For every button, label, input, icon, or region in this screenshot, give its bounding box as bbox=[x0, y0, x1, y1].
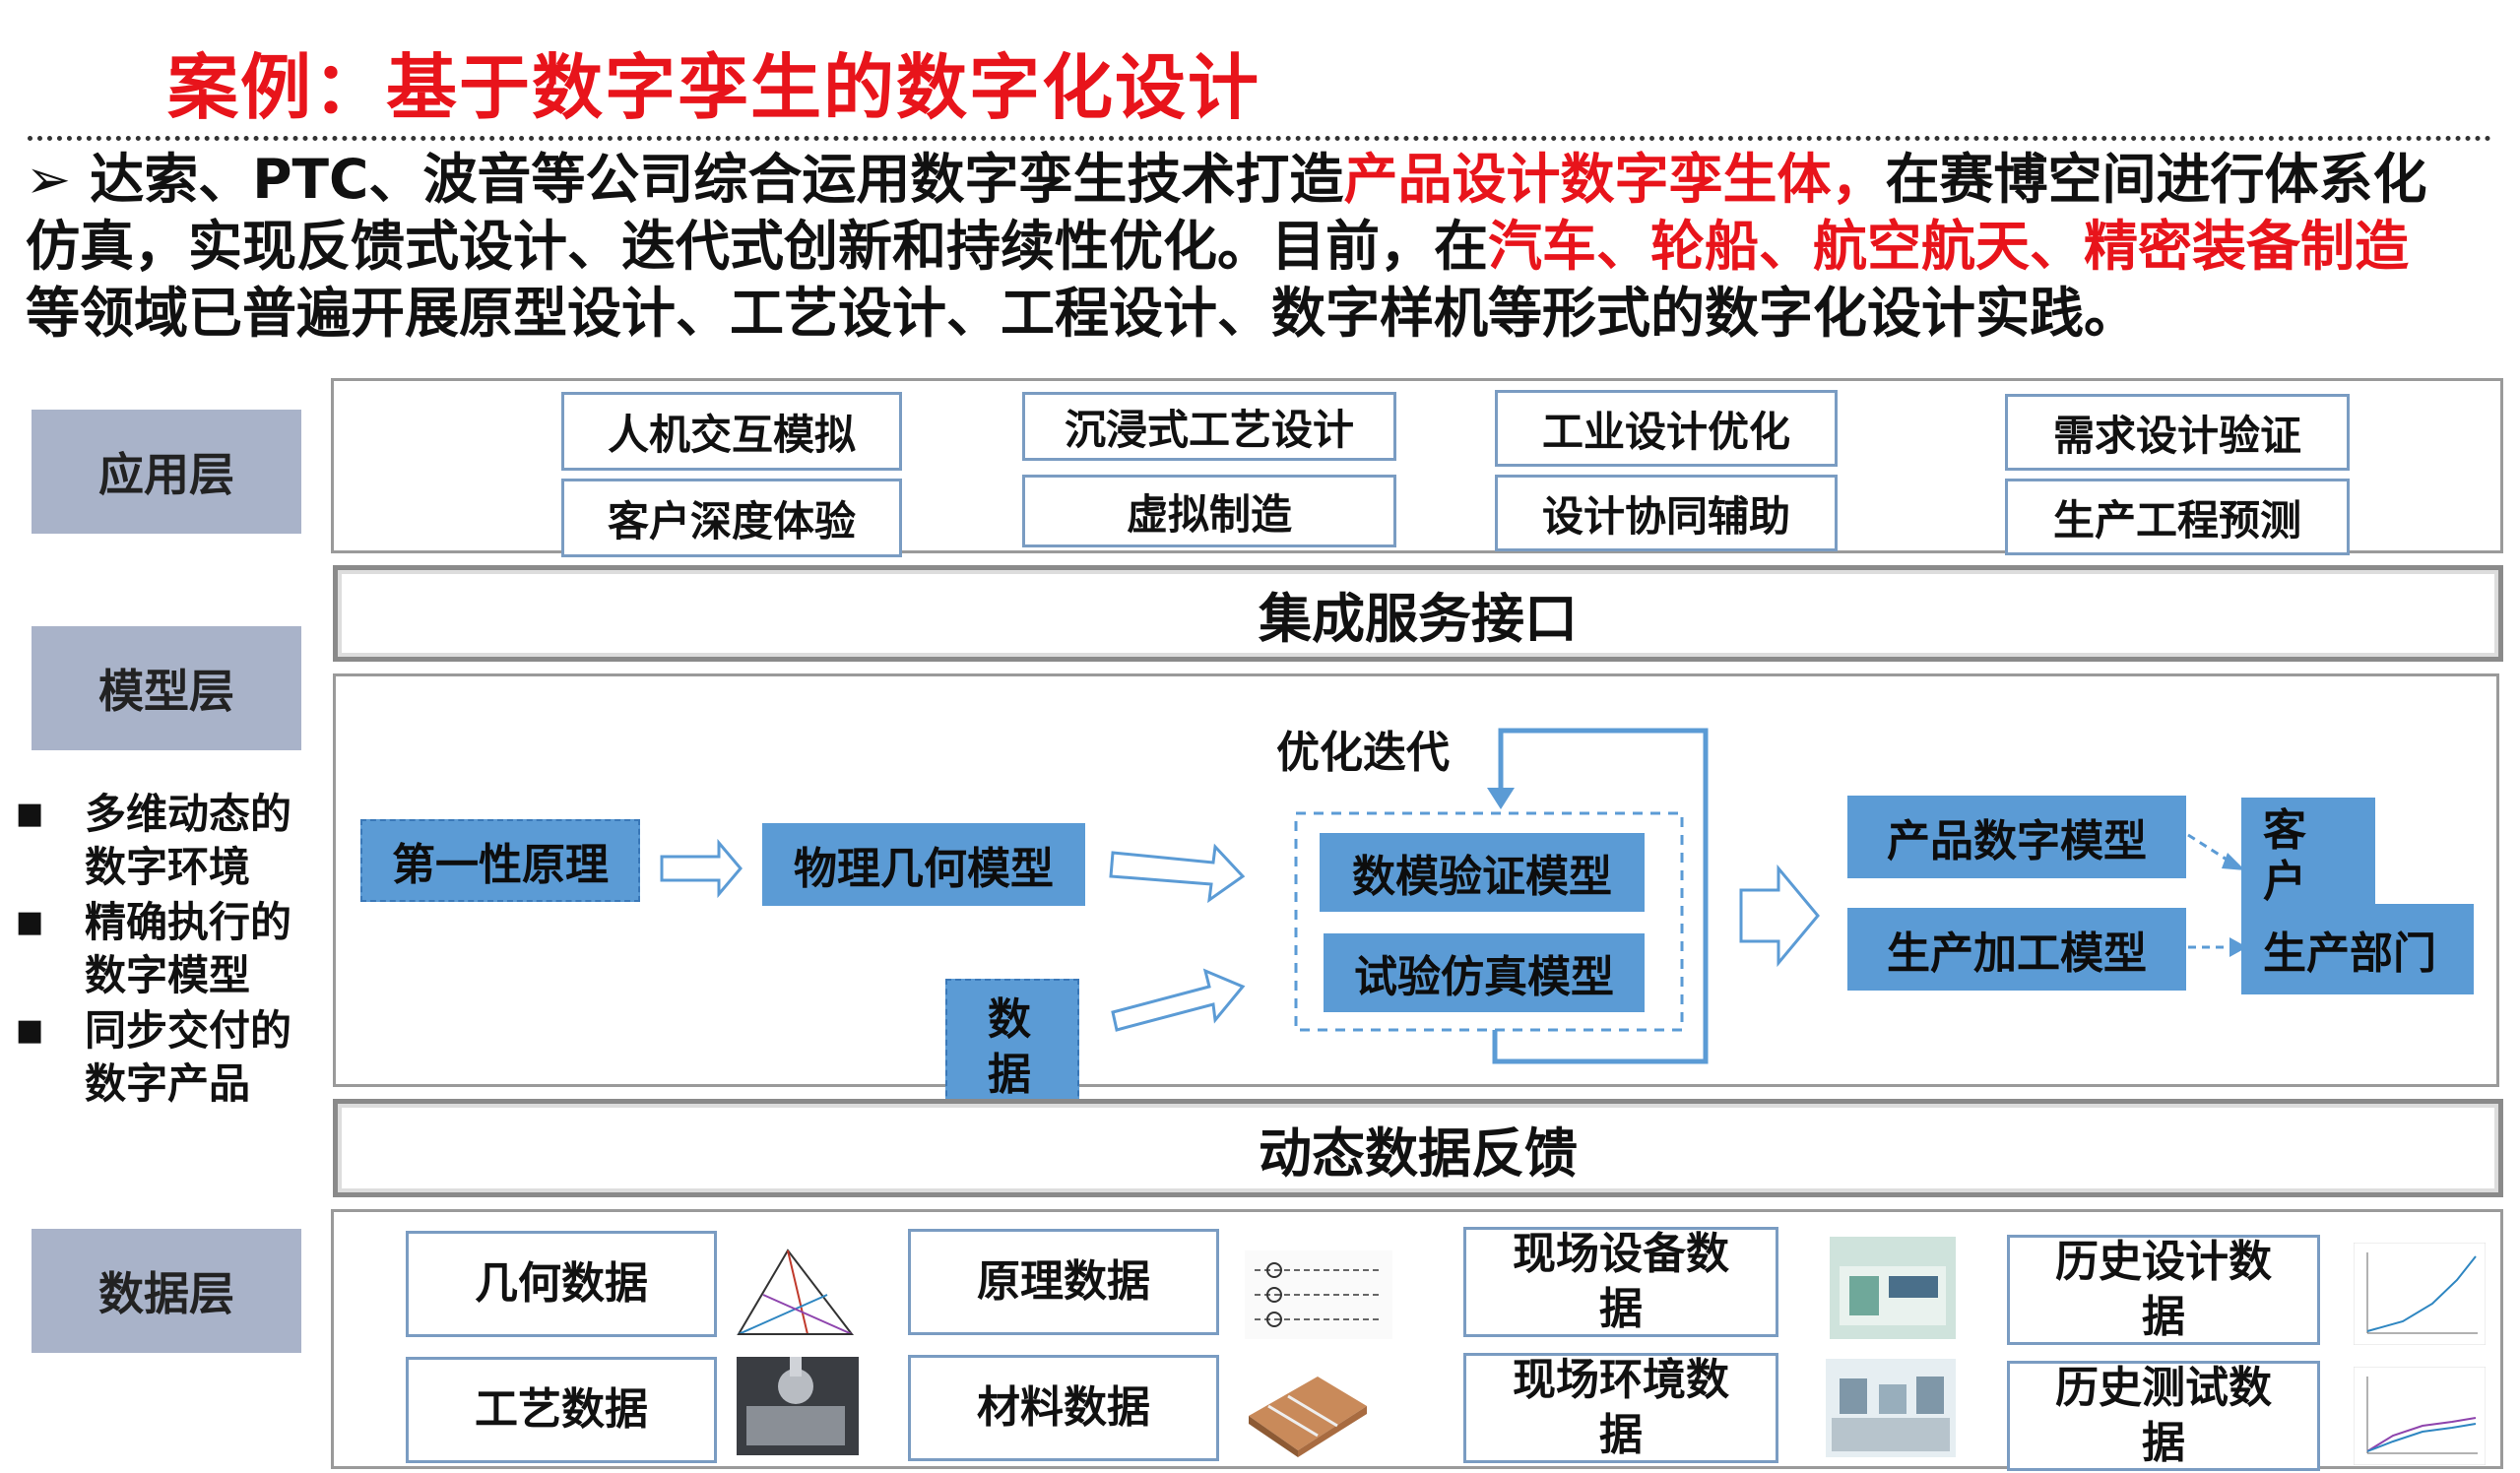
simulation-model-box: 试验仿真模型 bbox=[1324, 933, 1645, 1012]
data-item: 现场设备数据 bbox=[1463, 1227, 1778, 1337]
flow-arrow-icon bbox=[1111, 847, 1243, 900]
data-item: 原理数据 bbox=[908, 1229, 1219, 1335]
production-process-model-box: 生产加工模型 bbox=[1847, 908, 2186, 991]
test-history-chart-icon bbox=[2354, 1367, 2486, 1465]
data-item: 几何数据 bbox=[406, 1231, 717, 1337]
production-dept-box: 生产部门 bbox=[2241, 904, 2474, 994]
material-samples-icon bbox=[1239, 1357, 1375, 1461]
flow-arrow-icon bbox=[1741, 868, 1818, 963]
data-input-text: 数据 bbox=[988, 993, 1037, 1103]
machining-photo-icon bbox=[737, 1357, 859, 1455]
data-input-box: 数据 bbox=[945, 979, 1079, 1117]
data-item: 材料数据 bbox=[908, 1355, 1219, 1461]
data-item: 工艺数据 bbox=[406, 1357, 717, 1463]
validation-model-box: 数模验证模型 bbox=[1320, 833, 1645, 912]
loop-arrowhead-icon bbox=[1487, 788, 1515, 809]
geometry-diagram-icon bbox=[729, 1241, 861, 1347]
principle-diagram-icon bbox=[1245, 1250, 1392, 1339]
product-digital-model-box: 产品数字模型 bbox=[1847, 796, 2186, 878]
dashed-connector bbox=[2188, 835, 2231, 863]
flow-arrow-icon bbox=[1113, 971, 1243, 1030]
customer-text: 客户 bbox=[2263, 805, 2312, 908]
dynamic-data-feedback-band: 动态数据反馈 bbox=[333, 1099, 2503, 1197]
iteration-label: 优化迭代 bbox=[1276, 717, 1450, 780]
lab-environment-photo-icon bbox=[1826, 1359, 1956, 1457]
data-item: 历史测试数据 bbox=[2007, 1361, 2320, 1471]
design-history-chart-icon bbox=[2354, 1243, 2486, 1345]
physical-geometry-model-box: 物理几何模型 bbox=[762, 823, 1085, 906]
first-principle-box: 第一性原理 bbox=[360, 819, 640, 902]
data-item: 历史设计数据 bbox=[2007, 1235, 2320, 1345]
data-item: 现场环境数据 bbox=[1463, 1353, 1778, 1463]
flow-arrow-icon bbox=[662, 843, 741, 894]
equipment-photo-icon bbox=[1830, 1237, 1956, 1339]
